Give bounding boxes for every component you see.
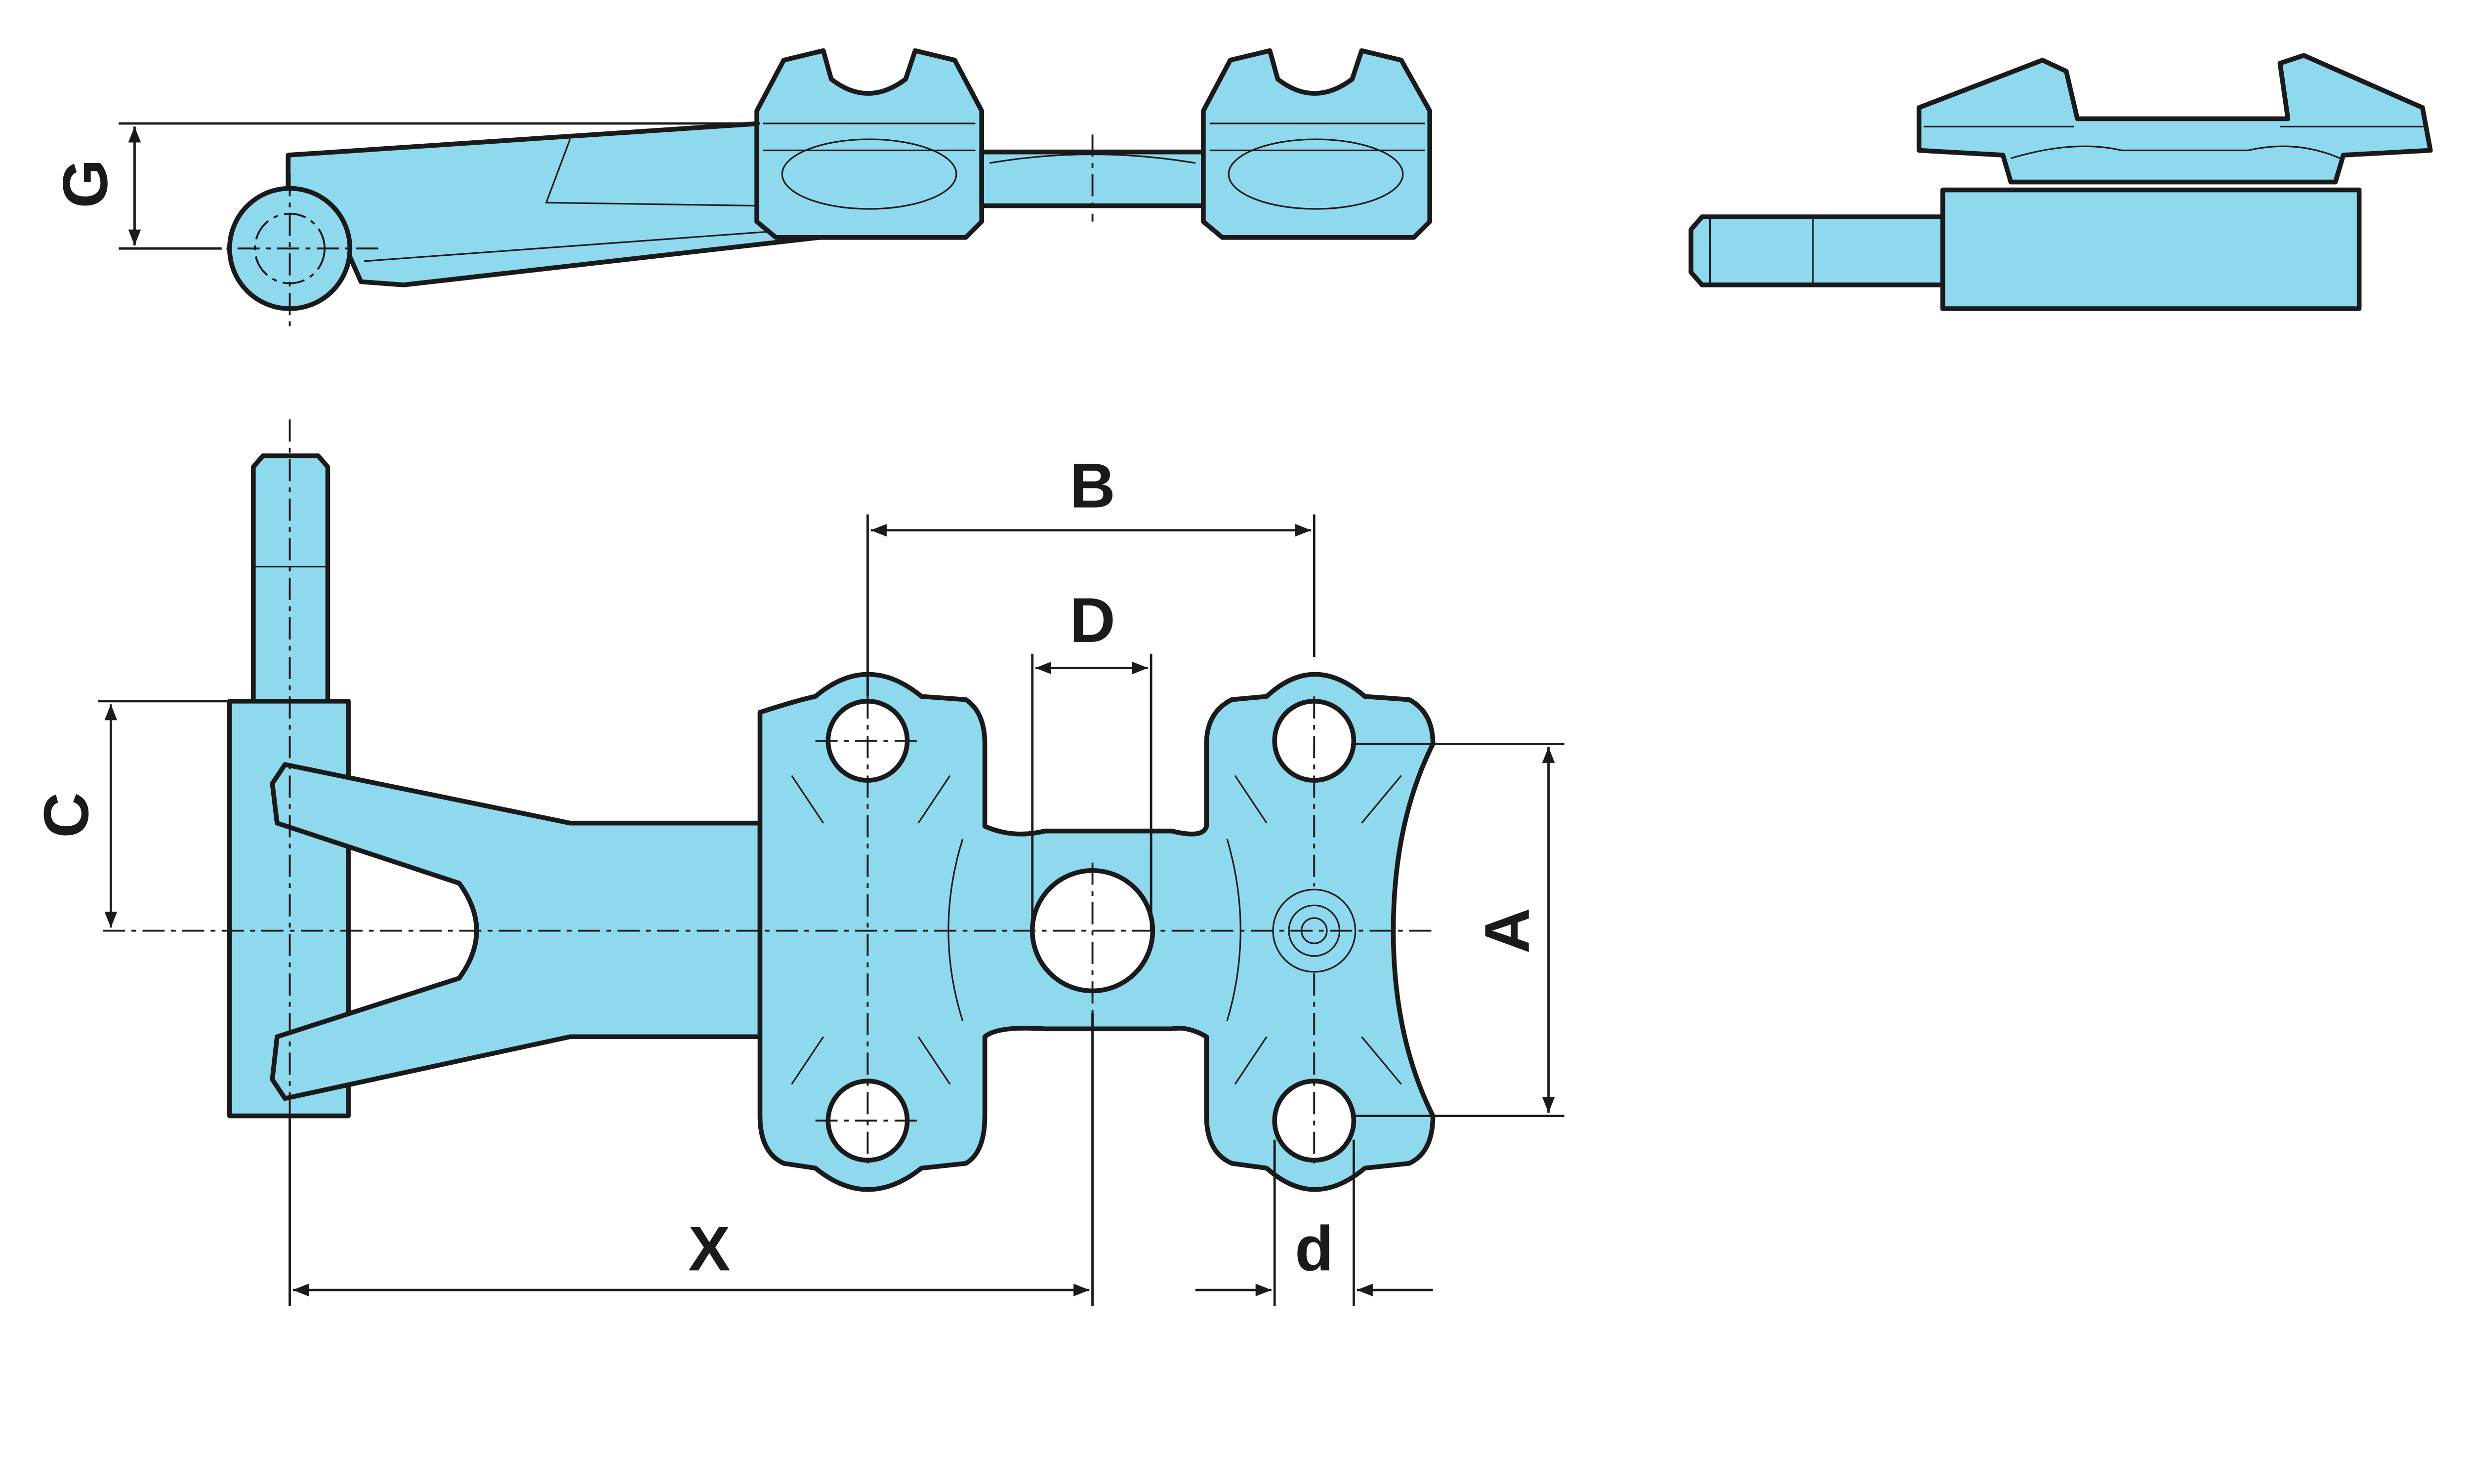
side-view: G — [50, 48, 1433, 333]
end-body — [1940, 187, 2362, 311]
dimension-label-d-lower: d — [1295, 1213, 1333, 1284]
dimension-label-g: G — [50, 159, 121, 208]
dimension-label-x: X — [688, 1213, 731, 1284]
end-view — [1688, 53, 2433, 311]
plan-view — [103, 419, 1436, 1192]
end-pin — [1688, 214, 1945, 287]
technical-drawing: G B — [31, 48, 2433, 1306]
dimension-label-b: B — [1070, 450, 1115, 521]
dimensions: B D C A X d — [31, 450, 1564, 1306]
dimension-label-c: C — [31, 792, 102, 838]
dimension-label-a: A — [1472, 908, 1543, 954]
end-link-top — [1916, 53, 2433, 185]
drawing-frame: G B — [31, 48, 2433, 1306]
side-link-right — [1201, 48, 1433, 240]
dimension-label-d-upper: D — [1070, 585, 1115, 656]
